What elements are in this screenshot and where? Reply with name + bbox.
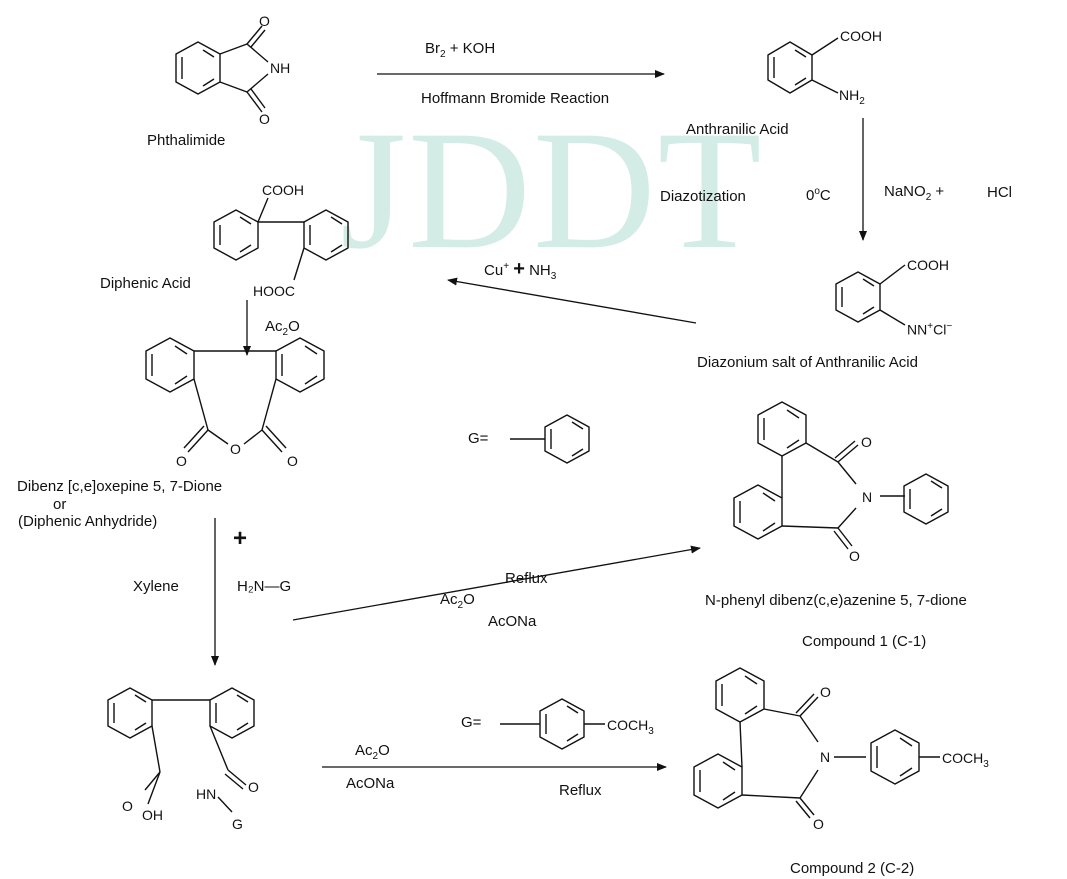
amide-acid-intermediate-structure <box>107 687 255 813</box>
intermediate-oh: OH <box>142 807 163 823</box>
c1-o-bottom: O <box>849 548 860 564</box>
reagent-hcl: HCl <box>987 184 1012 201</box>
reagent-amine: H₂N—G <box>237 578 292 595</box>
reagent-reflux-1: Reflux <box>505 570 548 587</box>
anhydride-o-ring: O <box>230 441 241 457</box>
compound-1-name: N-phenyl dibenz(c,e)azenine 5, 7-dione <box>705 592 967 609</box>
phthalimide-o-top: O <box>259 13 270 29</box>
reagent-br2-koh: Br2 + KOH <box>425 40 496 60</box>
reagent-ac2o-2: Ac2O <box>440 591 475 611</box>
diphenic-acid-structure <box>213 197 349 281</box>
reagent-ac2o-1: Ac2O <box>265 318 300 338</box>
reagent-nano2: NaNO2 + <box>884 183 945 203</box>
compound-1-structure <box>733 401 949 550</box>
g-coch3: COCH3 <box>607 717 654 737</box>
phthalimide-nh: NH <box>270 60 291 76</box>
anthranilic-nh2: NH2 <box>839 87 865 107</box>
intermediate-o: O <box>122 798 133 814</box>
compound-2-structure <box>693 667 940 819</box>
anthranilic-acid-label: Anthranilic Acid <box>686 121 789 138</box>
reaction-arrows <box>211 70 867 771</box>
intermediate-g: G <box>232 816 243 832</box>
reaction-name-hoffmann: Hoffmann Bromide Reaction <box>421 90 610 107</box>
diphenic-hooc: HOOC <box>253 283 295 299</box>
diphenic-anhydride-structure <box>145 337 325 453</box>
c2-o-bottom: O <box>813 816 824 832</box>
reagent-cu-nh3: Cu+ + NH3 <box>484 258 557 282</box>
g-equals-acetylphenyl: G= <box>461 714 482 731</box>
c1-n: N <box>862 489 873 505</box>
g-phenyl-structure <box>510 414 590 464</box>
intermediate-hn: HN <box>196 786 217 802</box>
c1-o-top: O <box>861 434 872 450</box>
c2-coch3: COCH3 <box>942 750 989 770</box>
phthalimide-o-bottom: O <box>259 111 270 127</box>
reagent-ac2o-3: Ac2O <box>355 742 390 762</box>
anthranilic-cooh: COOH <box>840 28 882 44</box>
g-acetylphenyl-structure <box>500 698 605 750</box>
diazonium-cooh: COOH <box>907 257 949 273</box>
oxepine-or: or <box>53 496 67 513</box>
reagent-acona-2: AcONa <box>346 775 395 792</box>
diphenic-acid-label: Diphenic Acid <box>100 275 191 292</box>
phthalimide-label: Phthalimide <box>147 132 226 149</box>
reagent-acona-1: AcONa <box>488 613 537 630</box>
phthalimide-structure <box>175 25 269 113</box>
diphenic-cooh: COOH <box>262 182 304 198</box>
anhydride-o-left: O <box>176 453 187 469</box>
anthranilic-acid-structure <box>767 37 839 94</box>
g-equals-phenyl: G= <box>468 430 489 447</box>
anhydride-o-right: O <box>287 453 298 469</box>
c2-o-top: O <box>820 684 831 700</box>
plus-sign: + <box>233 525 248 552</box>
oxepine-alt-label: (Diphenic Anhydride) <box>18 513 158 530</box>
watermark-jddt: JDDT <box>340 96 764 284</box>
compound-2-id: Compound 2 (C-2) <box>790 860 915 877</box>
diazonium-salt-label: Diazonium salt of Anthranilic Acid <box>697 354 918 371</box>
c2-n: N <box>820 749 831 765</box>
reagent-reflux-2: Reflux <box>559 782 602 799</box>
compound-1-id: Compound 1 (C-1) <box>802 633 927 650</box>
arrow-sandmeyer <box>447 277 697 324</box>
diazonium-salt-structure <box>835 264 906 326</box>
arrow-c1 <box>292 545 701 621</box>
oxepine-label: Dibenz [c,e]oxepine 5, 7-Dione <box>17 478 223 495</box>
diazonium-group: NN+Cl− <box>907 321 953 338</box>
label-diazotization: Diazotization <box>660 188 746 205</box>
intermediate-amide-o: O <box>248 779 259 795</box>
label-temperature: 0oC <box>806 186 831 204</box>
reagent-xylene: Xylene <box>133 578 179 595</box>
